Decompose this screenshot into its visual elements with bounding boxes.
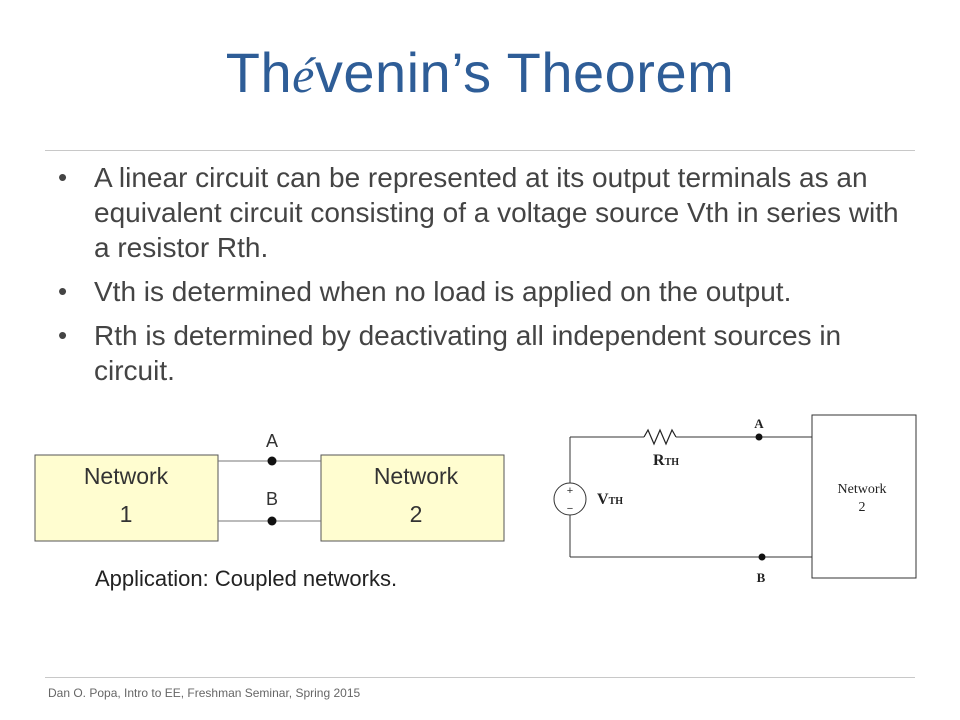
network2-box <box>811 414 917 579</box>
resistor-label: RTH <box>653 452 679 469</box>
terminal-a-label: A <box>754 416 764 431</box>
slide-title: Thévenin’s Theorem <box>0 40 960 105</box>
network2-box <box>320 454 505 542</box>
title-divider <box>45 150 915 151</box>
bullet-item: • Rth is determined by deactivating all i… <box>58 318 918 388</box>
network2-name: Network <box>838 482 887 497</box>
bullet-text: A linear circuit can be represented at i… <box>94 162 899 263</box>
footer-text: Dan O. Popa, Intro to EE, Freshman Semin… <box>48 686 361 700</box>
footer-divider <box>45 677 915 678</box>
network2-name: Network <box>374 463 459 489</box>
bullet-list: • A linear circuit can be represented at … <box>58 160 918 397</box>
network2-number: 2 <box>410 501 423 527</box>
title-prefix: Th <box>225 41 293 104</box>
resistor-label-main: R <box>653 452 665 469</box>
source-label: VTH <box>597 491 623 508</box>
network1-name: Network <box>84 463 169 489</box>
resistor-symbol <box>643 428 677 446</box>
source-plus-sign: + <box>567 485 573 497</box>
terminal-a-label: A <box>266 431 278 451</box>
diagram-caption: Application: Coupled networks. <box>95 566 398 591</box>
title-accent-letter: é <box>292 47 315 103</box>
terminal-b-dot <box>758 553 766 561</box>
terminal-b-label: B <box>757 570 766 585</box>
network1-box <box>34 454 219 542</box>
resistor-label-sub: TH <box>665 457 680 468</box>
source-label-main: V <box>597 491 609 508</box>
terminal-b-dot <box>267 516 277 526</box>
bullet-marker: • <box>58 162 68 192</box>
title-suffix: venin’s Theorem <box>314 41 735 104</box>
source-minus-sign: − <box>567 503 573 515</box>
thevenin-equivalent-circuit: + − A B RTH VTH Network 2 <box>553 414 917 585</box>
network2-number: 2 <box>859 500 866 515</box>
terminal-a-dot <box>267 456 277 466</box>
bullet-marker: • <box>58 276 68 306</box>
bullet-item: • Vth is determined when no load is appli… <box>58 274 918 309</box>
coupled-networks-diagram: Network 1 Network 2 A B <box>34 431 505 542</box>
bullet-text: Vth is determined when no load is applie… <box>94 276 792 307</box>
terminal-b-label: B <box>266 489 278 509</box>
terminal-a-dot <box>755 433 763 441</box>
bullet-item: • A linear circuit can be represented at … <box>58 160 918 265</box>
network1-number: 1 <box>120 501 133 527</box>
bullet-marker: • <box>58 320 68 350</box>
source-label-sub: TH <box>609 496 624 507</box>
bullet-text: Rth is determined by deactivating all in… <box>94 320 842 386</box>
